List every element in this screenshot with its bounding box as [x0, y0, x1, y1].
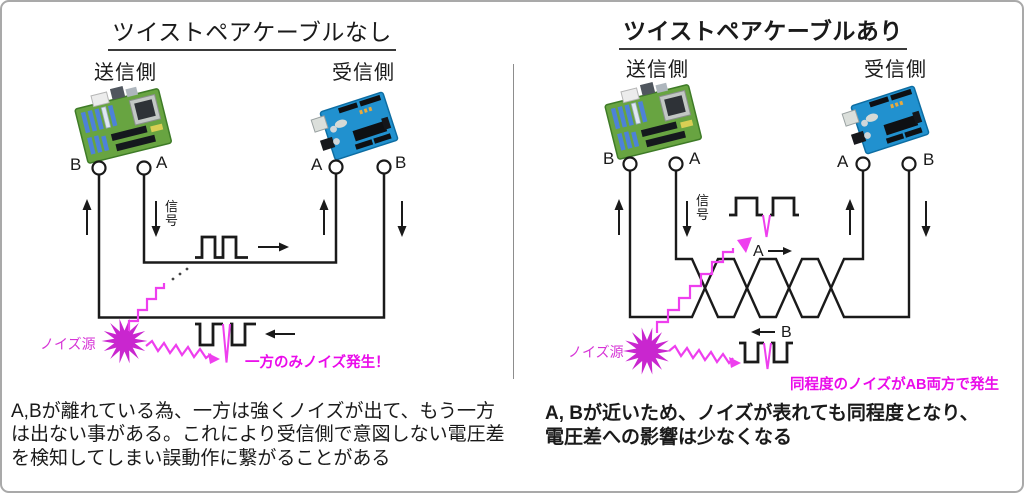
right-noise-callout: 同程度のノイズがAB両方で発生	[790, 377, 1000, 393]
right-wave-a-noise-spike	[762, 214, 771, 238]
right-terminal-b-sender-label: B	[603, 149, 615, 168]
right-wave-a-arrow	[768, 247, 792, 255]
left-noise-zigzag-diagonal	[127, 267, 189, 331]
left-description-line-3: を検知してしまい誤動作に繋がることがある	[11, 447, 391, 469]
left-description-line-1: A,Bが離れている為、一方は強くノイズが出て、もう一方	[11, 401, 495, 422]
left-terminal-b-receiver-label: B	[395, 153, 407, 172]
right-wave-b-arrow	[751, 328, 775, 336]
left-signal-right-arrow	[258, 242, 289, 252]
left-noise-zigzag-horizontal	[145, 339, 220, 364]
left-noise-callout: 一方のみノイズ発生！	[245, 355, 390, 371]
left-panel-title: ツイストペアケーブルなし	[108, 13, 396, 51]
panel-divider	[513, 64, 514, 379]
left-sender-label: 送信側	[94, 62, 157, 84]
right-wave-b-noise-spike	[763, 342, 772, 370]
right-description: A, Bが近いため、ノイズが表れても同程度となり、 電圧差への影響は少なくなる	[545, 402, 979, 450]
right-wave-a-label: A	[753, 243, 764, 260]
right-receiver-board-image	[839, 85, 930, 159]
left-noisy-waveform	[195, 322, 256, 347]
left-signal-label: 信号	[164, 199, 178, 228]
right-terminal-a-sender-label: A	[689, 149, 701, 168]
right-terminals	[622, 156, 917, 172]
right-signal-label: 信号	[695, 193, 709, 222]
right-terminal-b-receiver-label: B	[923, 150, 935, 169]
left-terminal-a-sender-label: A	[156, 153, 168, 172]
right-sender-label: 送信側	[626, 59, 689, 81]
right-receiver-label: 受信側	[864, 59, 927, 81]
left-wire-loops	[97, 173, 386, 319]
right-description-line-2: 電圧差への影響は少なくなる	[545, 427, 793, 448]
right-noise-source-label: ノイズ源	[568, 344, 624, 360]
right-noise-zigzag-diagonal	[655, 237, 752, 333]
right-wave-b-label: B	[781, 324, 792, 341]
left-receiver-label: 受信側	[332, 62, 395, 84]
left-terminals	[91, 159, 392, 176]
left-terminal-a-receiver-label: A	[311, 155, 323, 174]
left-receiver-board-image	[308, 91, 399, 165]
left-terminal-b-sender-label: B	[70, 155, 82, 174]
right-panel-title: ツイストペアケーブルあり	[619, 12, 907, 50]
left-noise-spike	[222, 323, 231, 363]
right-wave-a	[729, 196, 799, 217]
right-noise-zigzag-horizontal	[668, 344, 741, 368]
right-twisted-pair-wires	[628, 170, 911, 319]
left-noise-starburst-icon	[101, 318, 148, 364]
left-signal-left-arrow	[265, 329, 295, 339]
right-wave-b	[739, 341, 793, 364]
left-direction-arrows	[82, 199, 407, 237]
left-description-line-2: は出ない事がある。これにより受信側で意図しない電圧差	[11, 424, 505, 446]
right-terminal-a-receiver-label: A	[837, 152, 849, 171]
left-sender-board-image	[71, 76, 173, 165]
right-noise-starburst-icon	[622, 327, 672, 375]
right-direction-arrows	[614, 199, 931, 237]
right-description-line-1: A, Bが近いため、ノイズが表れても同程度となり、	[545, 403, 979, 424]
left-noise-source-label: ノイズ源	[40, 336, 96, 352]
left-signal-waveform	[195, 235, 248, 259]
right-sender-board-image	[601, 72, 703, 161]
left-description: A,Bが離れている為、一方は強くノイズが出て、もう一方 は出ない事がある。これに…	[11, 400, 505, 470]
